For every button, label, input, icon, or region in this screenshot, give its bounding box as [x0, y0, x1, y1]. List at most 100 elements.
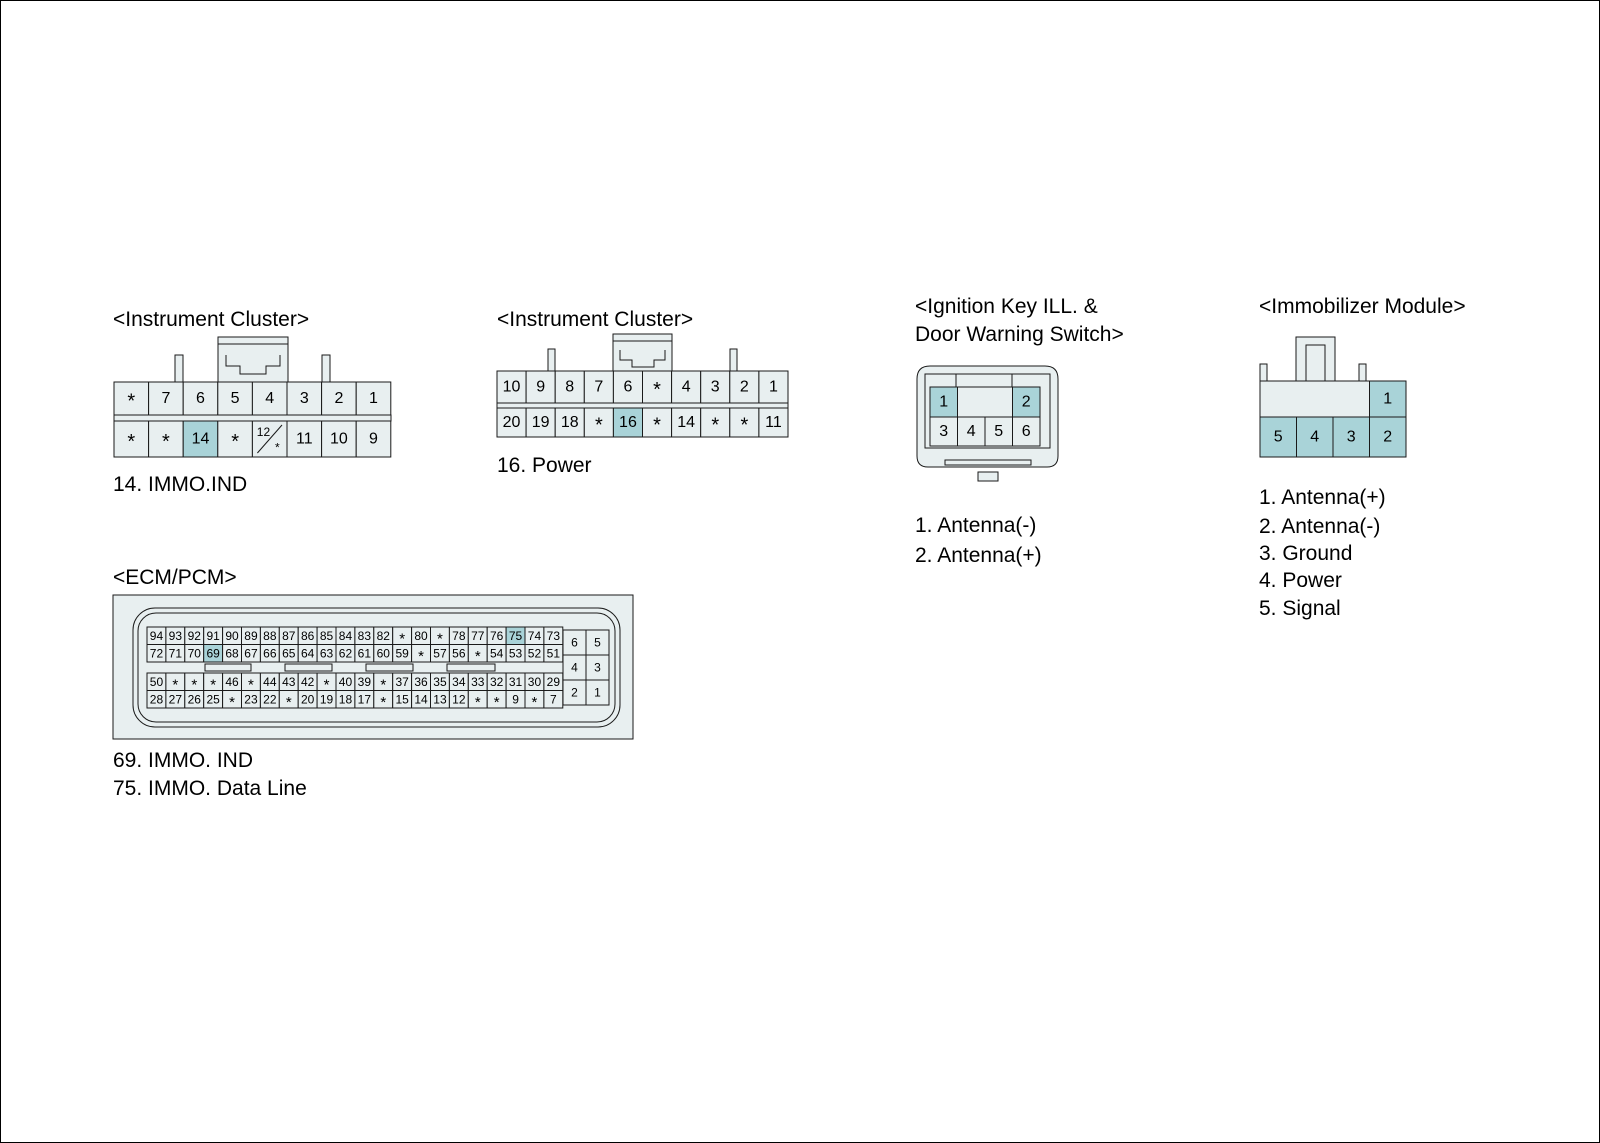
ecm-pin-23: 23	[241, 690, 261, 709]
cluster-b-pin-3: 3	[700, 370, 731, 404]
cluster-a-pin-2: 2	[321, 381, 357, 416]
svg-text:77: 77	[471, 629, 485, 643]
svg-text:4: 4	[682, 379, 691, 396]
immobilizer-pin-1: 1	[1369, 380, 1407, 418]
svg-text:18: 18	[339, 692, 353, 706]
ignition-key-pin-4: 4	[957, 416, 986, 447]
svg-text:*: *	[191, 676, 197, 693]
ecm-pin-71: 71	[165, 644, 186, 663]
svg-text:1: 1	[369, 390, 378, 407]
svg-text:*: *	[475, 694, 481, 711]
svg-text:3: 3	[594, 661, 601, 675]
svg-text:*: *	[210, 676, 216, 693]
cluster-b-pin-14: 14	[671, 407, 702, 438]
ignition-key-title-line-1: <Ignition Key ILL. &	[915, 295, 1098, 318]
ecm-pin-82: 82	[373, 626, 394, 645]
ecm-pin-40: 40	[335, 672, 356, 691]
ecm-pin-89: 89	[241, 626, 261, 645]
ecm-pin-86: 86	[297, 626, 318, 645]
svg-text:53: 53	[509, 646, 523, 660]
svg-text:67: 67	[244, 646, 258, 660]
svg-text:12: 12	[257, 425, 271, 439]
svg-text:22: 22	[263, 692, 277, 706]
svg-text:33: 33	[471, 675, 485, 689]
svg-text:74: 74	[528, 629, 542, 643]
svg-text:65: 65	[282, 646, 296, 660]
svg-text:32: 32	[490, 675, 504, 689]
svg-text:31: 31	[509, 675, 523, 689]
svg-text:3: 3	[939, 423, 948, 440]
ignition-key-pin-6: 6	[1012, 416, 1041, 447]
svg-text:9: 9	[369, 431, 378, 448]
svg-text:70: 70	[188, 646, 202, 660]
svg-text:*: *	[380, 694, 386, 711]
svg-text:4: 4	[967, 423, 976, 440]
cluster-a-pin-5: 5	[217, 381, 253, 416]
svg-text:25: 25	[206, 692, 220, 706]
ecm-pin-60: 60	[373, 644, 394, 663]
svg-text:15: 15	[395, 692, 409, 706]
ecm-pin-87: 87	[278, 626, 299, 645]
svg-text:*: *	[494, 694, 500, 711]
svg-text:82: 82	[377, 629, 391, 643]
svg-text:5: 5	[594, 636, 601, 650]
cluster-b-unused-pin: *	[642, 370, 673, 404]
svg-text:43: 43	[282, 675, 296, 689]
svg-text:*: *	[595, 415, 603, 437]
cluster-b-pin-10: 10	[496, 370, 527, 404]
cluster-a-pin-10: 10	[321, 420, 357, 458]
ecm-legend-2: 75. IMMO. Data Line	[113, 777, 307, 800]
ecm-pin-78: 78	[448, 626, 469, 645]
svg-text:92: 92	[188, 629, 202, 643]
cluster-b-unused-pin: *	[583, 407, 614, 438]
svg-text:19: 19	[532, 414, 550, 431]
svg-text:56: 56	[452, 646, 466, 660]
svg-text:90: 90	[225, 629, 239, 643]
svg-text:1: 1	[939, 394, 948, 411]
ecm-pin-56: 56	[448, 644, 469, 663]
ecm-pin-80: 80	[411, 626, 432, 645]
svg-text:29: 29	[547, 675, 561, 689]
ignition-key-pin-1: 1	[929, 386, 958, 418]
ecm-pin-92: 92	[184, 626, 205, 645]
immobilizer-pin-4: 4	[1296, 416, 1334, 458]
svg-text:1: 1	[1383, 391, 1392, 408]
svg-text:6: 6	[1022, 423, 1031, 440]
immobilizer-legend-5: 5. Signal	[1259, 597, 1341, 620]
ecm-pin-32: 32	[486, 672, 507, 691]
immobilizer-legend-2: 2. Antenna(-)	[1259, 515, 1380, 538]
ecm-pin-35: 35	[430, 672, 450, 691]
svg-text:75: 75	[509, 629, 523, 643]
ecm-housing	[112, 594, 634, 740]
ecm-pin-27: 27	[165, 690, 186, 709]
ecm-pin-62: 62	[335, 644, 356, 663]
cluster-a-pin-3: 3	[286, 381, 323, 416]
ignition-key-pin-2: 2	[1012, 386, 1041, 418]
ecm-pin-43: 43	[278, 672, 299, 691]
svg-text:4: 4	[571, 661, 578, 675]
cluster-b-pin-20: 20	[496, 407, 527, 438]
ignition-key-title-line-2: Door Warning Switch>	[915, 323, 1124, 346]
svg-text:14: 14	[192, 431, 210, 448]
svg-text:89: 89	[244, 629, 258, 643]
svg-text:11: 11	[765, 414, 782, 431]
ecm-pin-59: 59	[392, 644, 413, 663]
ecm-pin-50: 50	[146, 672, 167, 691]
ecm-pin-74: 74	[524, 626, 545, 645]
ecm-pin-7: 7	[543, 690, 564, 709]
ecm-pin-9: 9	[505, 690, 526, 709]
svg-text:52: 52	[528, 646, 542, 660]
svg-text:7: 7	[550, 692, 557, 706]
ecm-pin-51: 51	[543, 644, 564, 663]
svg-text:*: *	[231, 431, 239, 453]
ecm-pin-52: 52	[524, 644, 545, 663]
immobilizer-legend-1: 1. Antenna(+)	[1259, 486, 1386, 509]
ignition-key-legend-2: 2. Antenna(+)	[915, 544, 1042, 567]
immobilizer-pin-3: 3	[1332, 416, 1370, 458]
ignition-key-legend-1: 1. Antenna(-)	[915, 514, 1036, 537]
cluster-b-pin-4: 4	[671, 370, 702, 404]
svg-text:59: 59	[395, 646, 409, 660]
svg-text:*: *	[127, 431, 135, 453]
